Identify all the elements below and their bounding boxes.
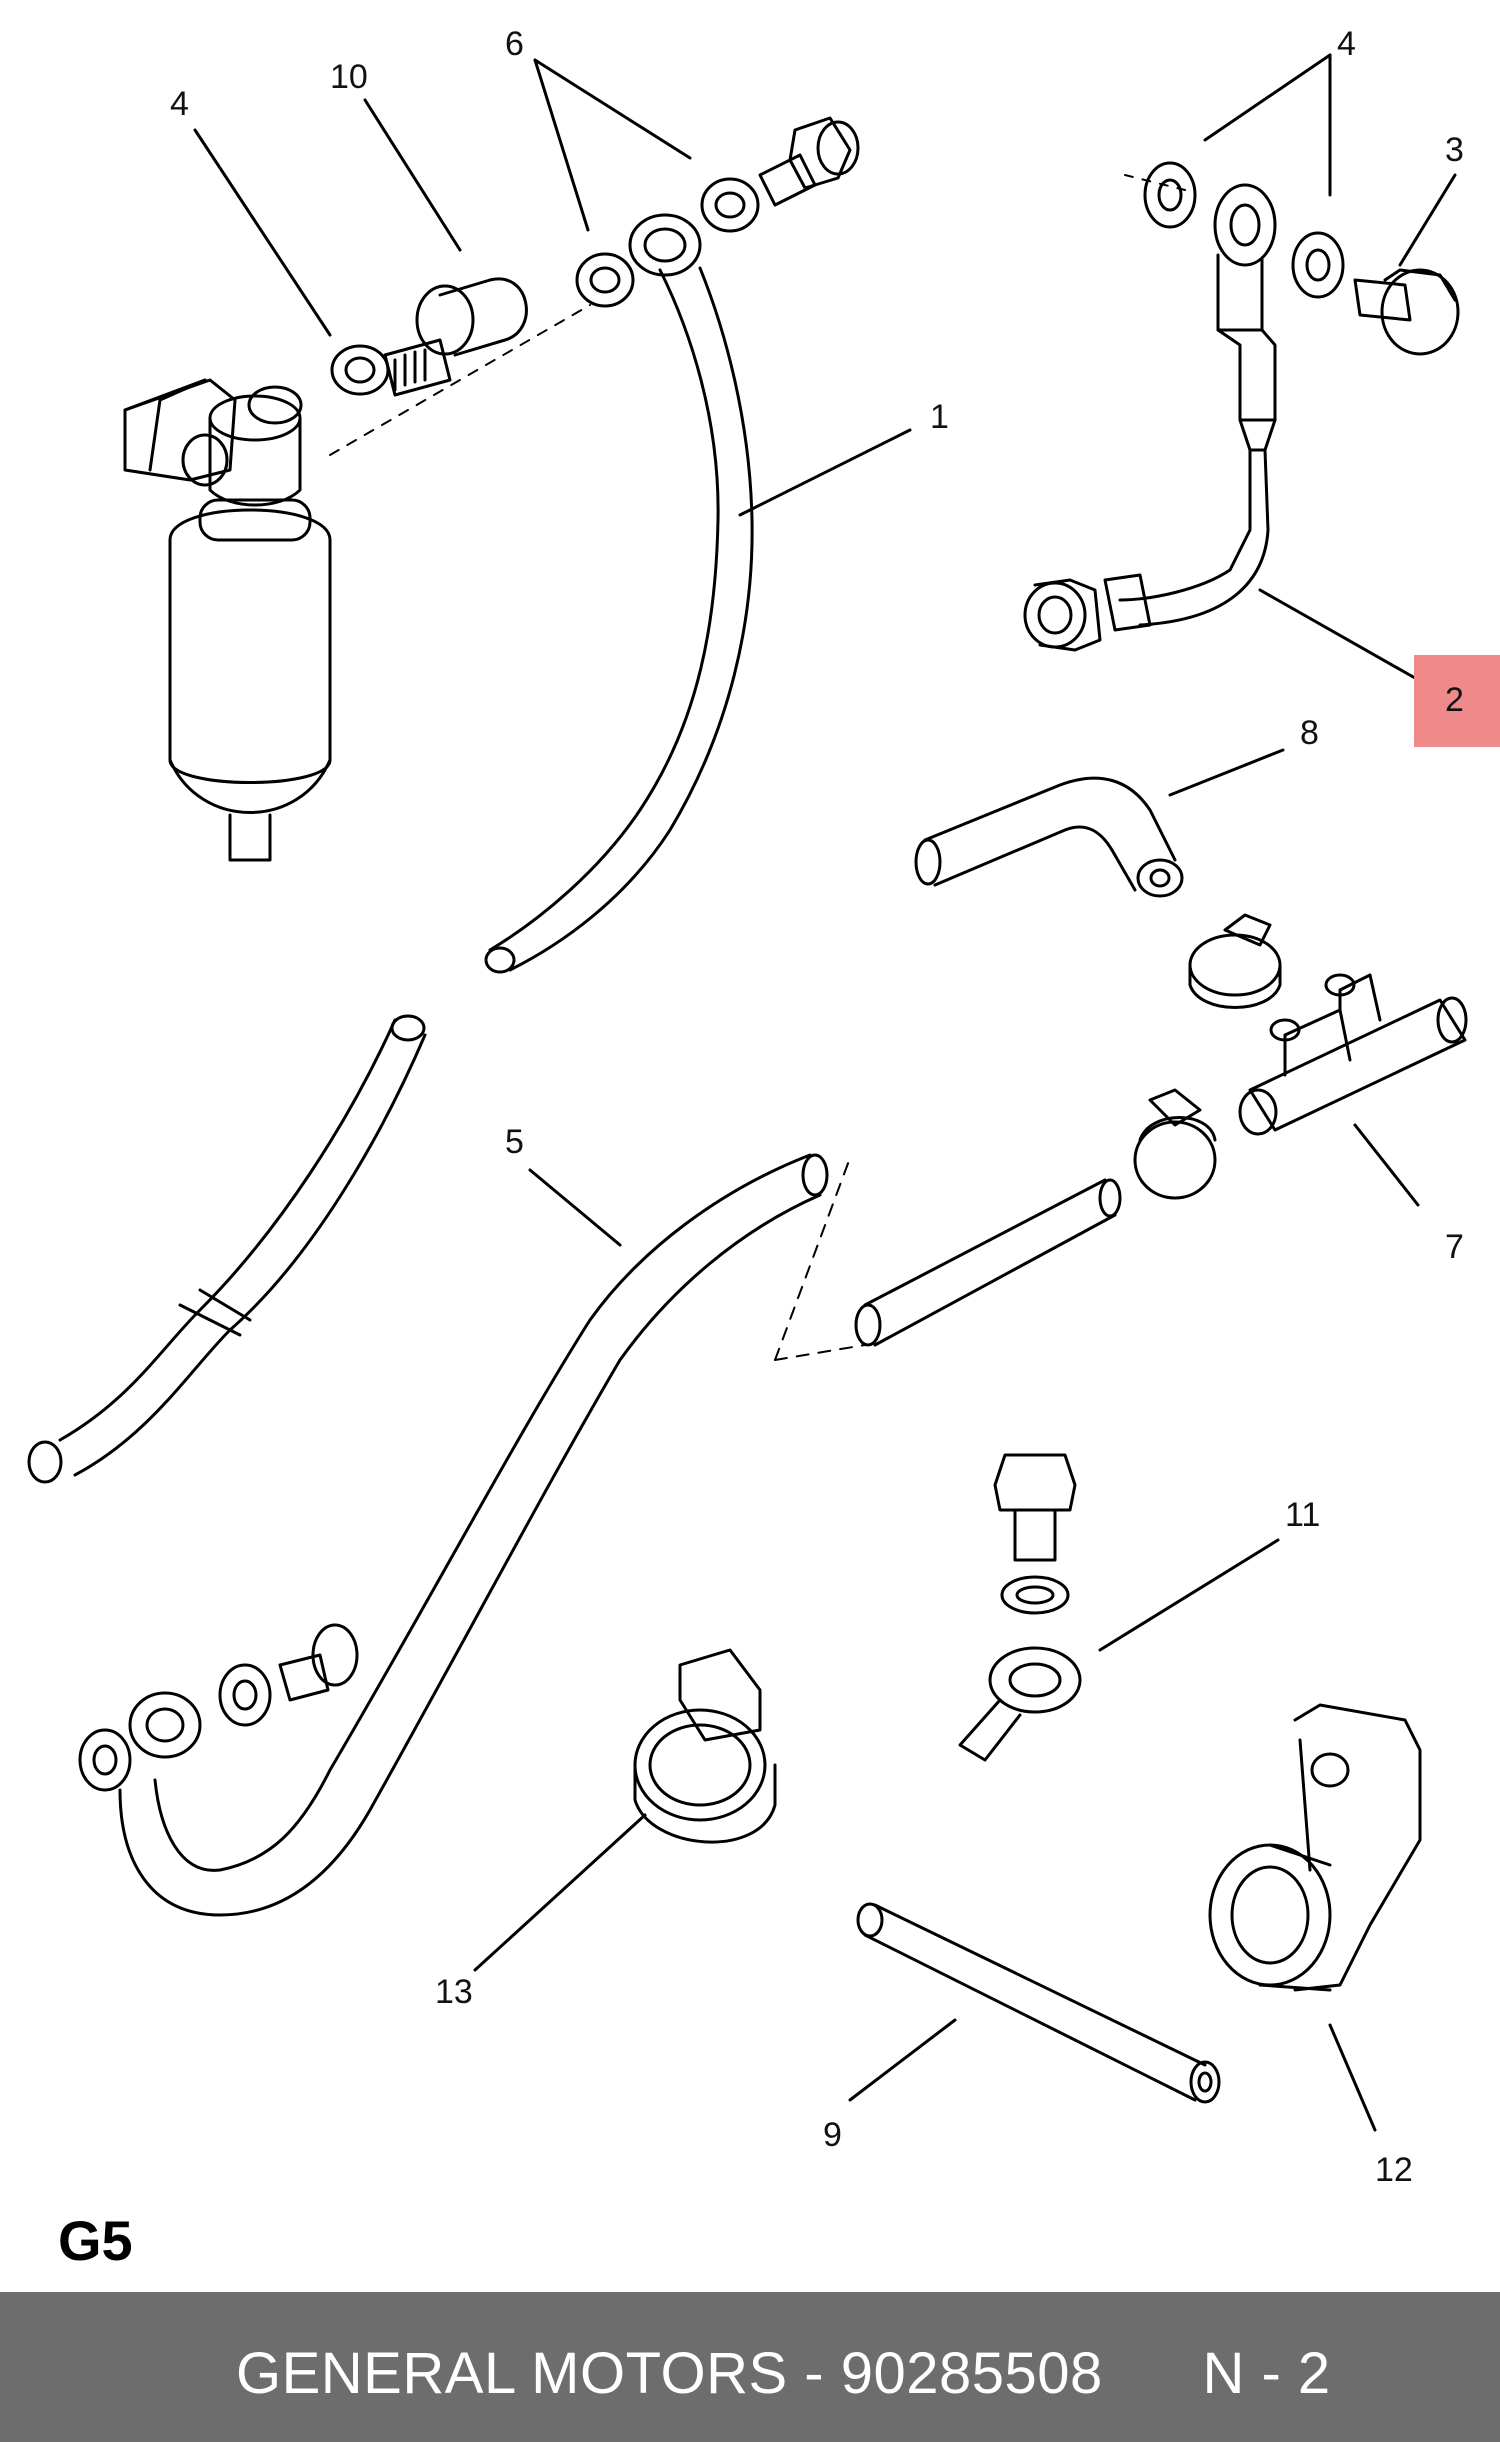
hose-9 — [856, 1902, 1221, 2104]
footer-page: N - 2 — [1202, 2341, 1331, 2406]
hose-8 — [914, 776, 1184, 898]
fuel-pipe-5 — [118, 1153, 829, 1917]
callout-1: 1 — [930, 398, 949, 436]
hose-clamp-medium — [1133, 1088, 1217, 1200]
sensor-switch — [383, 277, 528, 397]
washer-pair — [575, 177, 760, 308]
t-connector-7 — [1238, 973, 1468, 1136]
banjo-bolt-3 — [1353, 268, 1460, 356]
washers-bottom-left — [78, 1623, 359, 1792]
callout-12: 12 — [1375, 2151, 1413, 2189]
footer-text: GENERAL MOTORS - 90285508 N - 2 — [236, 2340, 1331, 2407]
hose-short-mid — [854, 1178, 1122, 1347]
footer-spacer — [1103, 2341, 1203, 2406]
callout-13: 13 — [435, 1973, 473, 2011]
highlight-box — [1414, 655, 1500, 747]
callout-11: 11 — [1285, 1496, 1321, 1534]
callout-4-right: 4 — [1337, 25, 1356, 63]
footer-bar: GENERAL MOTORS - 90285508 N - 2 — [0, 2292, 1500, 2442]
callout-4-left: 4 — [170, 85, 189, 123]
footer-part-number: 90285508 — [840, 2341, 1103, 2406]
hose-clamp-small — [1188, 913, 1282, 1009]
callout-5: 5 — [505, 1123, 524, 1161]
banjo-fitting-11 — [958, 1453, 1082, 1762]
hose-left-mid — [27, 1014, 427, 1484]
hose-clamp-13 — [633, 1648, 777, 1844]
callout-6: 6 — [505, 25, 524, 63]
sealing-washers-right — [1143, 161, 1345, 299]
section-code: G5 — [58, 2209, 133, 2272]
footer-separator: - — [787, 2341, 841, 2406]
footer-brand: GENERAL MOTORS — [236, 2341, 788, 2406]
callout-10: 10 — [330, 58, 368, 96]
parts-diagram — [27, 53, 1468, 2132]
callout-9: 9 — [823, 2116, 842, 2154]
fuel-pipe-2 — [1023, 183, 1277, 652]
support-clip-12 — [1208, 1703, 1422, 1992]
fuel-filter — [123, 378, 332, 862]
leader-lines — [193, 53, 1457, 2132]
callout-3: 3 — [1445, 131, 1464, 169]
callout-7: 7 — [1445, 1228, 1464, 1266]
callout-2: 2 — [1445, 681, 1464, 719]
fuel-hose-1 — [484, 213, 754, 974]
sealing-washer-left — [330, 344, 390, 396]
callout-8: 8 — [1300, 714, 1319, 752]
banjo-bolt-top — [758, 116, 860, 207]
